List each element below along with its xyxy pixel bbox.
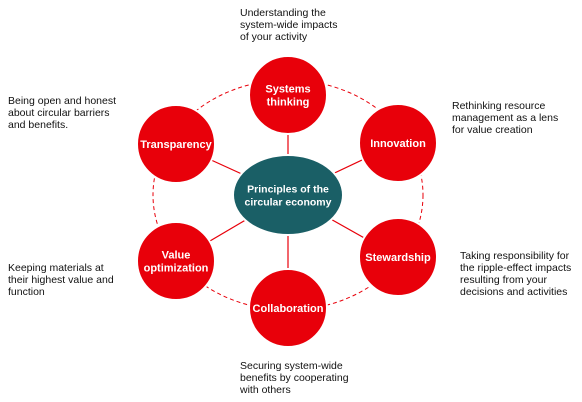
description-line: their highest value and (8, 274, 114, 286)
node-circle-value-optimization (136, 221, 216, 301)
node-innovation: Innovation (358, 103, 438, 183)
description-line: function (8, 286, 45, 298)
description-line: Rethinking resource (452, 100, 546, 112)
node-label-value-optimization: Value (162, 250, 191, 262)
description-line: Keeping materials at (8, 262, 104, 274)
description-line: with others (240, 384, 291, 396)
center-ellipse (232, 154, 344, 236)
description-line: of your activity (240, 31, 308, 43)
description-line: decisions and activities (460, 286, 568, 298)
node-label-systems-thinking: Systems (265, 84, 310, 96)
node-label-collaboration: Collaboration (253, 303, 324, 315)
node-label-innovation: Innovation (370, 138, 426, 150)
node-transparency: Transparency (136, 104, 216, 184)
description-line: about circular barriers (8, 107, 110, 119)
description-line: system-wide impacts (240, 19, 338, 31)
node-circle-collaboration (248, 268, 328, 348)
node-collaboration: Collaboration (248, 268, 328, 348)
node-label-value-optimization: optimization (144, 263, 209, 275)
node-label-transparency: Transparency (140, 139, 212, 151)
node-circle-systems-thinking (248, 55, 328, 135)
node-label-stewardship: Stewardship (365, 252, 431, 264)
description-line: and benefits. (8, 119, 69, 131)
description-line: the ripple-effect impacts (460, 262, 572, 274)
description-line: Taking responsibility for (460, 250, 570, 262)
description-line: resulting from your (460, 274, 547, 286)
description-line: Understanding the (240, 7, 326, 19)
node-circle-stewardship (358, 217, 438, 297)
node-stewardship: Stewardship (358, 217, 438, 297)
node-label-systems-thinking: thinking (267, 97, 310, 109)
description-line: benefits by cooperating (240, 372, 349, 384)
description-line: Securing system-wide (240, 360, 343, 372)
center-label: Principles of the (247, 184, 329, 196)
description-line: management as a lens (452, 112, 559, 124)
center-label: circular economy (245, 197, 332, 209)
node-circle-innovation (358, 103, 438, 183)
description-line: for value creation (452, 124, 533, 136)
description-line: Being open and honest (8, 95, 117, 107)
node-circle-transparency (136, 104, 216, 184)
